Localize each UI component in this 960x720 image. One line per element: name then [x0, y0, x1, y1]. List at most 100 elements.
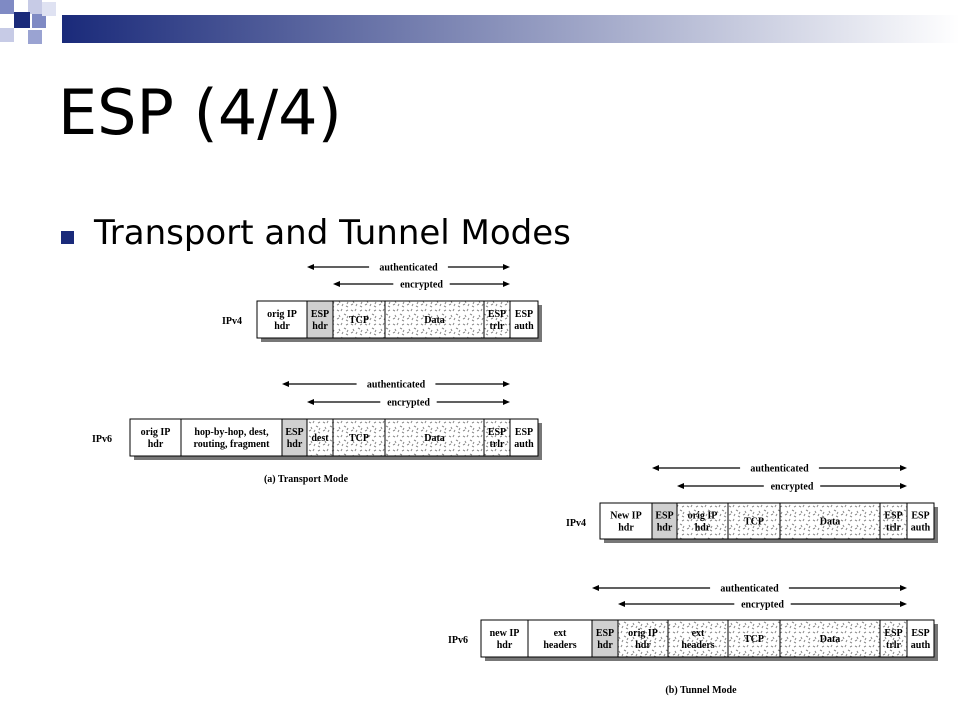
packet-transport-ipv4-field-label: orig IP [267, 309, 297, 320]
header-gradient-bar [62, 15, 960, 43]
deco-square-8 [42, 2, 56, 16]
packet-transport-ipv6-field-label: ESP [515, 427, 533, 438]
packet-transport-ipv6-field-label: dest [311, 433, 329, 444]
packet-transport-ipv6-field [281, 418, 308, 457]
packet-transport-ipv6-field [483, 418, 511, 457]
packet-tunnel-ipv4-encrypted-arrow-head-right [900, 483, 907, 489]
packet-transport-ipv4-field-label: Data [424, 315, 445, 326]
packet-tunnel-ipv4-field-label: hdr [618, 523, 634, 534]
packet-tunnel-ipv6-encrypted-arrow-label-bg [734, 598, 791, 610]
deco-square-3 [28, 0, 42, 14]
packet-tunnel-ipv6-field-label: ext [692, 628, 705, 639]
packet-tunnel-ipv6-field [527, 619, 593, 658]
packet-tunnel-ipv6-field-label: hdr [635, 640, 651, 651]
packet-tunnel-ipv4-authenticated-arrow-label-bg [740, 462, 819, 474]
packet-tunnel-ipv6-row-label: IPv6 [448, 635, 468, 646]
packet-transport-ipv4-field-label: trlr [490, 321, 506, 332]
packet-tunnel-ipv4-authenticated-arrow-head-right [900, 465, 907, 471]
packet-transport-ipv4-encrypted-arrow-label-bg [393, 278, 450, 290]
packet-tunnel-ipv4-field-label: TCP [744, 517, 764, 528]
packet-transport-ipv4-authenticated-arrow-head-left [307, 264, 314, 270]
packet-tunnel-ipv6-field [617, 619, 669, 658]
packet-tunnel-ipv6-field-label: hdr [597, 640, 613, 651]
packet-tunnel-ipv6-field-label: ESP [884, 628, 902, 639]
packet-tunnel-ipv4-authenticated-arrow-label: authenticated [750, 464, 809, 475]
packet-transport-ipv4-field-label: ESP [311, 309, 329, 320]
packet-tunnel-ipv4-field-label: ESP [911, 511, 929, 522]
packet-tunnel-ipv6-field-label: hdr [497, 640, 513, 651]
packet-transport-ipv4-authenticated-arrow-head-right [503, 264, 510, 270]
packet-tunnel-ipv4-encrypted-arrow-head-left [677, 483, 684, 489]
bullet-text: Transport and Tunnel Modes [94, 213, 571, 253]
slide-title: ESP (4/4) [58, 76, 342, 149]
packet-transport-ipv6-field [384, 418, 485, 457]
packet-transport-ipv4-field-label: hdr [274, 321, 290, 332]
packet-transport-ipv6-field-label: auth [514, 439, 534, 450]
packet-tunnel-ipv4-field [779, 502, 881, 540]
packet-tunnel-ipv4-field-label: Data [820, 517, 841, 528]
packet-transport-ipv4-encrypted-arrow-head-left [333, 281, 340, 287]
packet-transport-ipv6-encrypted-arrow-head-right [503, 399, 510, 405]
deco-square-7 [28, 30, 42, 44]
packet-tunnel-ipv4-field [727, 502, 781, 540]
packet-transport-ipv4-encrypted-arrow-head-right [503, 281, 510, 287]
packet-transport-ipv4-authenticated-arrow-label-bg [369, 261, 448, 273]
packet-transport-ipv6-field [180, 418, 283, 457]
packet-tunnel-ipv4-encrypted-arrow-label-bg [763, 480, 821, 492]
packet-tunnel-ipv6-encrypted-arrow-head-left [618, 601, 625, 607]
packet-tunnel-ipv4-encrypted-arrow-label: encrypted [771, 482, 814, 493]
packet-transport-ipv6-field-label: hdr [148, 439, 164, 450]
packet-tunnel-ipv6-field [667, 619, 729, 658]
packet-tunnel-ipv6-authenticated-arrow-label: authenticated [720, 584, 779, 595]
packet-transport-ipv6-authenticated-arrow-label: authenticated [367, 380, 426, 391]
deco-square-4 [14, 12, 30, 28]
packet-tunnel-ipv6-field [480, 619, 529, 658]
deco-square-6 [0, 28, 14, 42]
packet-tunnel-ipv6-field-label: Data [820, 634, 841, 645]
packet-tunnel-ipv4-field [599, 502, 653, 540]
packet-transport-ipv6-field-label: hdr [287, 439, 303, 450]
packet-tunnel-ipv6-authenticated-arrow-head-left [592, 585, 599, 591]
packet-transport-ipv4-field-label: ESP [515, 309, 533, 320]
deco-square-5 [32, 14, 46, 28]
packet-tunnel-ipv4-field-label: auth [911, 523, 931, 534]
packet-transport-ipv6-field [332, 418, 386, 457]
packet-transport-ipv6-field-label: ESP [488, 427, 506, 438]
packet-transport-ipv6-field-label: TCP [349, 433, 369, 444]
packet-transport-ipv4-encrypted-arrow-label: encrypted [400, 280, 443, 291]
packet-tunnel-ipv6-authenticated-arrow-label-bg [710, 582, 789, 594]
packet-transport-ipv4-field [483, 300, 511, 339]
packet-transport-ipv4-field-label: auth [514, 321, 534, 332]
packet-transport-ipv6-field-label: orig IP [141, 427, 171, 438]
corner-decoration [0, 0, 960, 44]
packet-tunnel-ipv6-encrypted-arrow-label: encrypted [741, 600, 784, 611]
deco-square-2 [14, 0, 28, 14]
packet-transport-ipv4-authenticated-arrow-label: authenticated [379, 263, 438, 274]
packet-tunnel-ipv6-field [591, 619, 619, 658]
deco-square-1 [0, 0, 14, 14]
packet-tunnel-ipv4-authenticated-arrow-head-left [652, 465, 659, 471]
packet-tunnel-ipv6-field [906, 619, 935, 658]
packet-tunnel-ipv6-encrypted-arrow-head-right [900, 601, 907, 607]
packet-tunnel-ipv6-field-label: headers [681, 640, 714, 651]
packet-tunnel-ipv6-field-label: trlr [886, 640, 902, 651]
packet-transport-ipv4-field-label: TCP [349, 315, 369, 326]
packet-transport-ipv6-field-label: ESP [285, 427, 303, 438]
packet-tunnel-ipv6-field [779, 619, 881, 658]
packet-transport-ipv6-field-label: routing, fragment [194, 439, 271, 450]
bullet-square-icon [61, 231, 74, 244]
packet-tunnel-ipv6-field-label: ext [554, 628, 567, 639]
packet-transport-ipv6-authenticated-arrow-head-left [282, 381, 289, 387]
packet-transport-ipv6-field [509, 418, 539, 457]
packet-transport-ipv4-field [332, 300, 386, 339]
packet-transport-ipv6-field-label: trlr [490, 439, 506, 450]
packet-tunnel-ipv4-row-label: IPv4 [566, 518, 586, 529]
packet-tunnel-ipv6-field [879, 619, 908, 658]
packet-tunnel-ipv4-field-label: hdr [695, 523, 711, 534]
packet-tunnel-ipv6-field-label: ESP [596, 628, 614, 639]
packet-tunnel-ipv6-field-label: auth [911, 640, 931, 651]
packet-tunnel-ipv4-field-label: ESP [655, 511, 673, 522]
packet-tunnel-ipv4-field-label: New IP [610, 511, 641, 522]
packet-transport-ipv6-encrypted-arrow-head-left [307, 399, 314, 405]
